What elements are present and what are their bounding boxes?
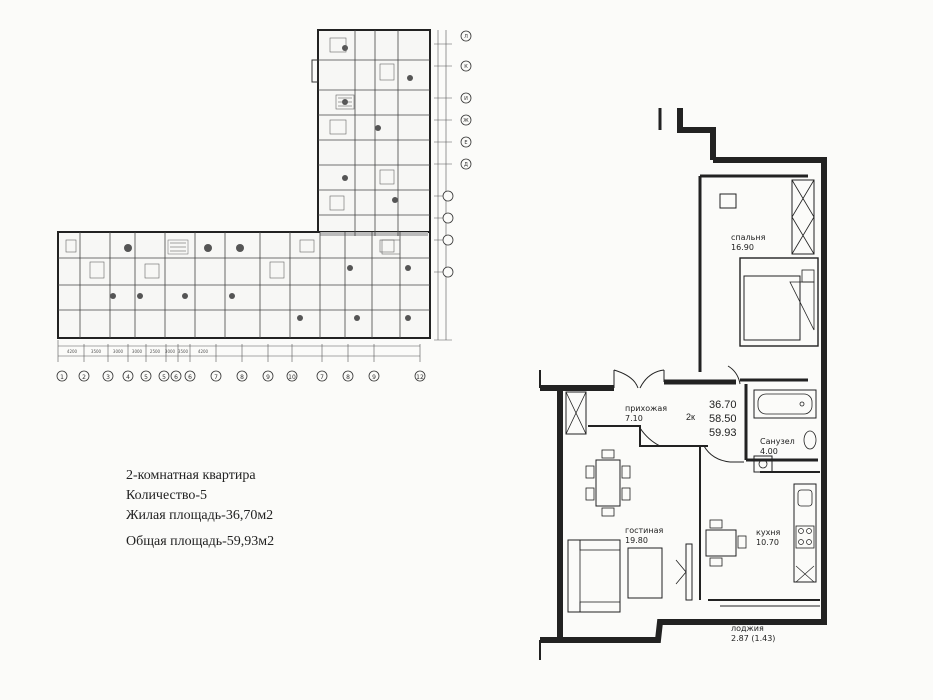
building-plan: [57, 29, 431, 339]
axis-label-x: 7: [214, 374, 218, 381]
axis-label-x: 1: [60, 374, 64, 381]
dimension-label: 2500: [150, 349, 161, 354]
dimension-label: 3500: [91, 349, 102, 354]
dimension-label: 4200: [198, 349, 209, 354]
axis-label-y: К: [464, 64, 468, 70]
axis-label-y: Л: [464, 34, 468, 40]
apartment-plan: [539, 108, 827, 660]
info-living-area: Жилая площадь-36,70м2: [126, 508, 274, 523]
axis-label-x: 9: [266, 374, 270, 381]
right-dimension-line: [434, 30, 452, 341]
area-total-no-loggia: 58.50: [709, 413, 737, 425]
bottom-axis-markers: [56, 370, 426, 382]
dimension-label: 3000: [113, 349, 124, 354]
dimension-label: 3000: [165, 349, 176, 354]
axis-label-y: Д: [464, 162, 468, 168]
axis-label-x: 8: [346, 374, 350, 381]
area-total-full: 59.93: [709, 427, 737, 439]
axis-label-x: 10: [288, 374, 296, 381]
room-label-living-room: гостиная 19.80: [625, 526, 664, 545]
axis-label-x: 5: [162, 374, 166, 381]
axis-label-x: 4: [126, 374, 130, 381]
info-total-area: Общая площадь-59,93м2: [126, 534, 275, 549]
dimension-label: 4200: [67, 349, 78, 354]
room-label-hallway: прихожая 7.10: [625, 404, 668, 423]
dimension-label: 3500: [178, 349, 189, 354]
axis-label-y: Е: [464, 140, 467, 146]
apartment-type-label: 2к: [686, 412, 695, 422]
axis-label-y: Ж: [463, 118, 469, 124]
info-count: Количество-5: [126, 488, 208, 503]
axis-label-x: 12: [416, 374, 424, 381]
room-label-loggia: лоджия 2.87 (1.43): [731, 624, 776, 643]
axis-label-y: И: [464, 96, 468, 102]
axis-label-x: 5: [144, 374, 148, 381]
axis-label-x: 8: [240, 374, 244, 381]
axis-label-x: 6: [188, 374, 192, 381]
area-totals: 36.70 58.50 59.93: [709, 398, 737, 440]
axis-label-x: 9: [372, 374, 376, 381]
apartment-info: 2-комнатная квартира Количество-5 Жилая …: [126, 466, 274, 552]
room-label-kitchen: кухня 10.70: [756, 528, 781, 547]
bottom-dimension-line: [57, 340, 421, 362]
right-axis-markers: [442, 30, 472, 278]
axis-label-x: 7: [320, 374, 324, 381]
info-title: 2-комнатная квартира: [126, 468, 256, 483]
axis-label-x: 2: [82, 374, 86, 381]
room-label-bathroom: Санузел 4.00: [760, 437, 795, 456]
area-total-living: 36.70: [709, 399, 737, 411]
axis-label-x: 3: [106, 374, 110, 381]
room-label-bedroom: спальня 16.90: [731, 233, 766, 252]
axis-label-x: 6: [174, 374, 178, 381]
dimension-label: 3000: [132, 349, 143, 354]
